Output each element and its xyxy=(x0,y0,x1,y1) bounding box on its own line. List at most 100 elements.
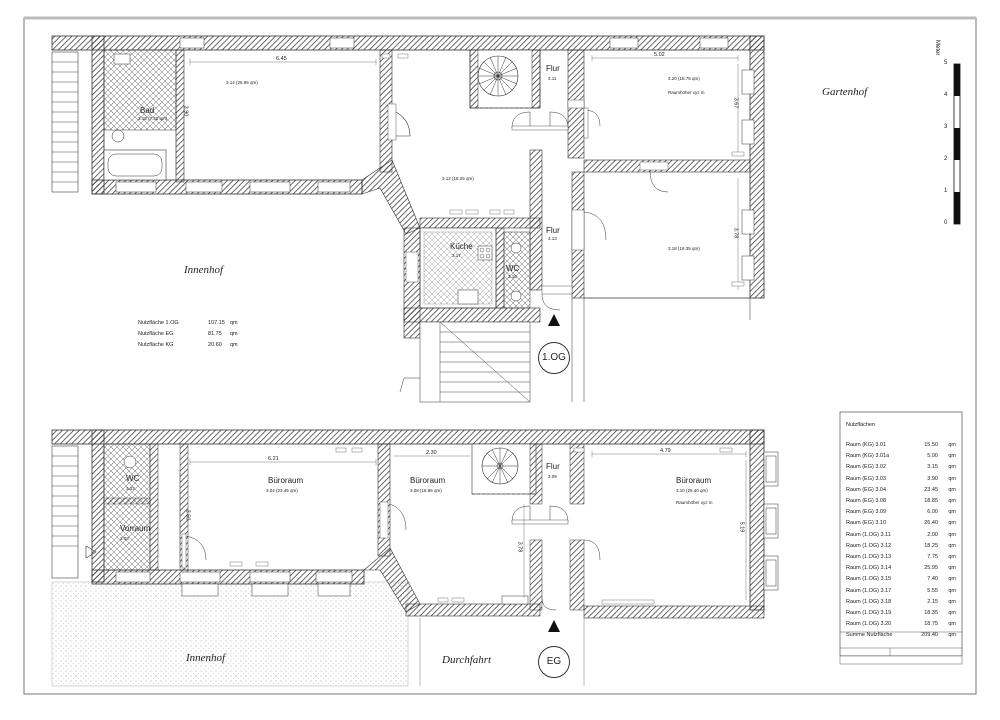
room-number-3-20: 3.20 (18.75 qm) xyxy=(668,76,700,81)
legend-room: Raum (EG) 3.08 xyxy=(846,498,887,504)
legend-area: 23.45 xyxy=(924,486,938,493)
legend-area: 7.75 xyxy=(927,554,938,560)
legend-room: Raum (KG) 3.01a xyxy=(846,453,890,460)
dim-eg-3-04-width: 6.21 xyxy=(268,456,279,462)
floor-marker-eg: EG xyxy=(538,646,570,678)
room-note-3-10: Raumhöher xyz m xyxy=(676,500,713,505)
room-name-flur-3-11: Flur xyxy=(546,64,560,73)
legend-area: 7.40 xyxy=(927,576,938,583)
scale-tick-label: 5 xyxy=(944,60,948,66)
legend-area: 5.00 xyxy=(927,453,938,460)
legend-room: Raum (EG) 3.10 xyxy=(846,520,887,527)
room-name-flur-3-13: Flur xyxy=(546,226,560,235)
room-name-vorraum: Vorraum xyxy=(120,524,151,533)
durchfahrt-label: Durchfahrt xyxy=(442,654,492,666)
legend-unit: qm xyxy=(948,565,956,572)
legend-unit: qm xyxy=(948,520,956,527)
dim-eg-3-08-height: 3.78 xyxy=(516,541,523,553)
legend-area: 18.35 xyxy=(924,610,938,616)
room-name-bad: Bad xyxy=(140,106,155,115)
scale-tick-label: 4 xyxy=(944,92,948,98)
legend-room: Raum (EG) 3.04 xyxy=(846,486,887,493)
legend-room: Raum (1.OG) 3.15 xyxy=(846,576,892,583)
legend-area: 26.40 xyxy=(924,520,938,527)
legend-room: Raum (1.OG) 3.17 xyxy=(846,587,892,594)
legend-room: Raum (1.OG) 3.19 xyxy=(846,610,892,616)
legend-unit: qm xyxy=(948,509,956,516)
room-number-3-09: 3.09 xyxy=(548,474,557,479)
legend-area: 18.25 xyxy=(924,542,938,549)
dim-og-3-14-height: 3.90 xyxy=(182,105,189,117)
legend-area: 18.85 xyxy=(924,498,938,504)
legend-room: Raum (1.OG) 3.13 xyxy=(846,554,892,560)
legend-room: Raum (EG) 3.02 xyxy=(846,464,887,471)
legend-unit: qm xyxy=(948,576,956,583)
legend-row: Raum (EG) 3.04 23.45 qm xyxy=(846,487,960,495)
room-name-flur-3-09: Flur xyxy=(546,462,560,471)
room-number-3-11: 3.11 xyxy=(548,76,557,81)
legend-total-row: Summe Nutzfläche 209.40 qm xyxy=(846,632,960,638)
room-number-3-18: 3.18 (18.35 qm) xyxy=(668,246,700,251)
summary-unit: qm xyxy=(230,320,238,326)
legend-unit: qm xyxy=(948,498,956,504)
legend-area: 18.75 xyxy=(924,621,938,628)
dim-eg-3-08-width: 2.30 xyxy=(426,450,437,456)
scale-unit-label: Meter xyxy=(934,40,940,56)
legend-unit: qm xyxy=(948,542,956,549)
floor-marker-1og: 1.OG xyxy=(538,342,570,374)
room-name-bueroraum-3-10: Büroraum xyxy=(676,476,712,485)
gartenhof-label: Gartenhof xyxy=(822,86,868,98)
room-name-wc-3-02: WC xyxy=(126,474,140,483)
dim-og-3-18-height: 3.78 xyxy=(732,227,739,239)
scale-tick-label: 0 xyxy=(944,220,948,226)
legend-area: 3.90 xyxy=(927,475,938,482)
legend-unit: qm xyxy=(948,464,956,471)
dim-eg-3-10-width: 4.79 xyxy=(660,448,671,454)
legend-total-value: 209.40 xyxy=(921,632,938,638)
summary-value: 81.75 xyxy=(208,331,222,337)
dim-og-3-14-width: 6.45 xyxy=(276,56,287,62)
room-number-3-17: 3.17 xyxy=(452,253,461,258)
legend-room: Raum (1.OG) 3.11 xyxy=(846,531,891,538)
summary-row: Nutzfläche 1.OG 107.15 qm xyxy=(138,320,248,331)
legend-unit: qm xyxy=(948,475,956,482)
area-legend-frame xyxy=(839,411,963,657)
scale-bar xyxy=(953,63,961,225)
legend-row: Raum (EG) 3.10 26.40 qm xyxy=(846,520,960,528)
dim-eg-3-04-height: 3.50 xyxy=(184,509,191,521)
legend-area: 25.95 xyxy=(924,565,938,572)
summary-row: Nutzfläche EG 81.75 qm xyxy=(138,331,248,342)
room-note-3-20: Raumhöher xyz m xyxy=(668,90,705,95)
innenhof-eg-label: Innenhof xyxy=(186,652,226,664)
legend-unit: qm xyxy=(948,486,956,493)
legend-area: 5.55 xyxy=(927,587,938,594)
summary-unit: qm xyxy=(230,342,238,348)
room-name-bueroraum-3-08: Büroraum xyxy=(410,476,446,485)
summary-label: Nutzfläche EG xyxy=(138,331,174,337)
legend-unit: qm xyxy=(948,442,956,448)
room-name-wc-3-16: WC xyxy=(506,264,520,273)
room-number-3-03: 3.03 xyxy=(120,536,129,541)
room-name-kueche: Küche xyxy=(450,242,473,251)
innenhof-1og-label: Innenhof xyxy=(184,264,224,276)
legend-room: Raum (1.OG) 3.20 xyxy=(846,621,892,628)
legend-room: Raum (EG) 3.09 xyxy=(846,509,887,516)
dim-eg-3-10-height: 5.19 xyxy=(738,521,745,533)
room-number-3-13: 3.13 xyxy=(548,236,557,241)
scale-tick-label: 1 xyxy=(944,188,948,194)
legend-room: Raum (1.OG) 3.18 xyxy=(846,598,892,605)
legend-total-unit: qm xyxy=(948,632,956,638)
summary-value: 20.60 xyxy=(208,342,222,348)
room-number-3-14: 3.14 (25.95 qm) xyxy=(226,80,258,85)
room-number-3-04: 3.04 (23.45 qm) xyxy=(266,488,298,493)
